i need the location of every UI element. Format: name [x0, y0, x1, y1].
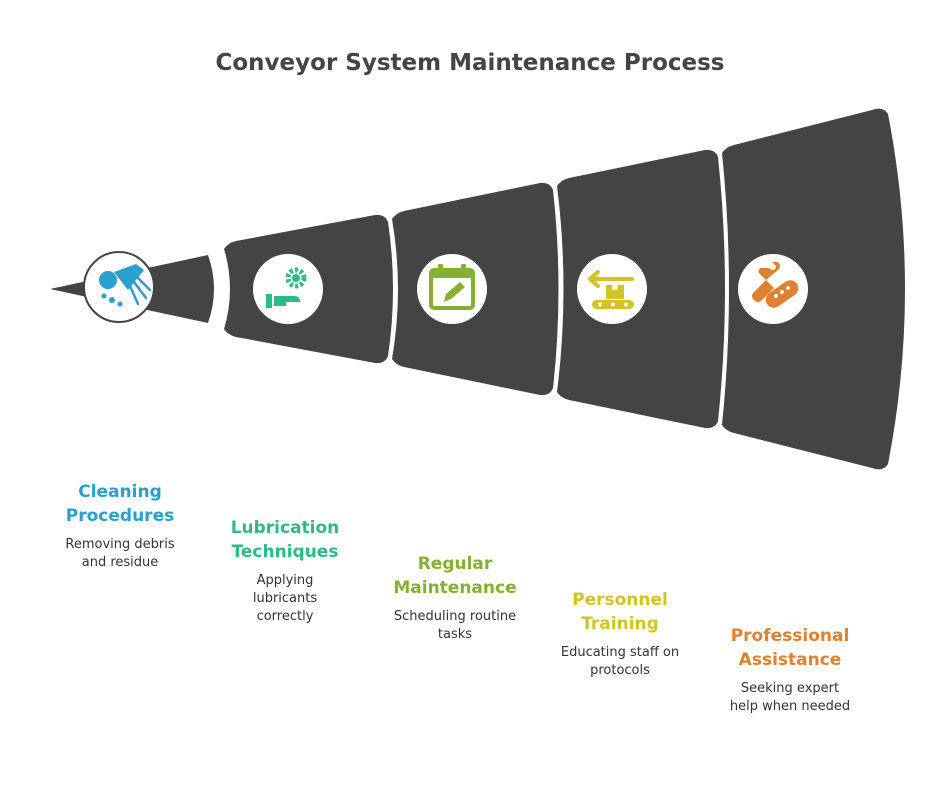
wrench-bandage-icon	[752, 262, 799, 308]
step-title-line: Personnel	[572, 590, 668, 610]
step-desc-line: Applying	[256, 573, 314, 588]
step-desc-line: Educating staff on	[560, 645, 680, 660]
step-title-line: Assistance	[738, 650, 842, 670]
calendar-edit-icon	[429, 264, 475, 310]
step-title-training: Personnel Training	[540, 588, 700, 636]
step-title-cleaning: Cleaning Procedures	[40, 480, 200, 528]
step-desc-line: Removing debris	[65, 537, 175, 552]
lubrication-icon-circle	[253, 254, 323, 324]
step-desc-line: and residue	[81, 555, 159, 570]
step-desc-training: Educating staff on protocols	[540, 644, 700, 680]
funnel-segment-assistance	[722, 108, 905, 470]
step-title-lubrication: Lubrication Techniques	[205, 516, 365, 564]
step-title-line: Professional	[730, 626, 850, 646]
step-title-line: Cleaning	[78, 482, 162, 502]
step-desc-line: protocols	[590, 663, 650, 678]
sweeping-icon	[99, 264, 152, 307]
step-desc-maintenance: Scheduling routine tasks	[375, 608, 535, 644]
step-assistance: Professional Assistance Seeking expert h…	[705, 624, 875, 716]
training-icon-circle	[577, 254, 647, 324]
step-maintenance: Regular Maintenance Scheduling routine t…	[375, 552, 535, 644]
maintenance-icon-circle	[417, 254, 487, 324]
step-title-line: Procedures	[65, 506, 175, 526]
step-cleaning: Cleaning Procedures Removing debris and …	[40, 480, 200, 572]
gear-hand-icon	[266, 267, 307, 308]
step-title-line: Maintenance	[393, 578, 517, 598]
step-desc-line: Scheduling routine	[393, 609, 517, 624]
step-desc-line: help when needed	[729, 699, 851, 714]
step-lubrication: Lubrication Techniques Applying lubrican…	[205, 516, 365, 626]
step-title-line: Techniques	[231, 542, 339, 562]
assistance-icon-circle	[738, 254, 808, 324]
step-title-maintenance: Regular Maintenance	[375, 552, 535, 600]
step-training: Personnel Training Educating staff on pr…	[540, 588, 700, 680]
conveyor-icon	[588, 270, 634, 309]
diagram-title: Conveyor System Maintenance Process	[215, 50, 725, 76]
step-title-assistance: Professional Assistance	[705, 624, 875, 672]
step-desc-line: Seeking expert	[740, 681, 840, 696]
step-title-line: Training	[581, 614, 659, 634]
step-desc-assistance: Seeking expert help when needed	[705, 680, 875, 716]
cleaning-icon-circle	[83, 251, 155, 323]
step-desc-lubrication: Applying lubricants correctly	[205, 572, 365, 626]
step-desc-line: lubricants	[252, 591, 318, 606]
step-desc-cleaning: Removing debris and residue	[40, 536, 200, 572]
step-title-line: Lubrication	[230, 518, 340, 538]
step-title-line: Regular	[417, 554, 493, 574]
step-desc-line: correctly	[256, 609, 314, 624]
step-desc-line: tasks	[437, 627, 473, 642]
